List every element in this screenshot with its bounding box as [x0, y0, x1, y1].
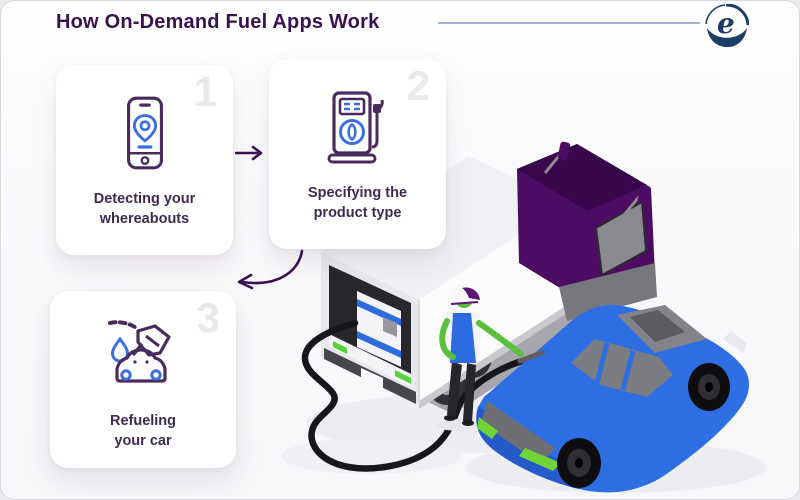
fuel-pump-icon: [325, 85, 391, 169]
fuel-hose: [301, 319, 526, 472]
car-side-windows: [571, 339, 673, 397]
worker: [437, 284, 524, 431]
title-divider-line: [438, 22, 700, 24]
logo-letter: e: [717, 7, 735, 40]
step-card-specifying-product: 2 Specifying the product type: [269, 59, 446, 249]
step-label: Specifying the product type: [307, 185, 408, 222]
company-logo[interactable]: e: [705, 4, 749, 48]
page-title: How On-Demand Fuel Apps Work: [56, 11, 380, 33]
step-number-badge: 3: [196, 294, 220, 341]
arrow-step2-to-step3: [237, 249, 304, 290]
step-label: Refueling your car: [109, 413, 177, 450]
step-card-detecting-whereabouts: 1 Detecting your whereabouts: [56, 65, 233, 255]
fuel-nozzle-car-icon: [104, 313, 182, 397]
step-card-refueling-car: 3 Refueling your car: [50, 291, 236, 468]
fuel-truck: [321, 141, 657, 414]
step-number-badge: 2: [406, 62, 430, 109]
smartphone-location-icon: [116, 91, 174, 175]
car-rear-window: [481, 401, 555, 464]
fuel-nozzle: [517, 347, 551, 364]
step-label: Detecting your whereabouts: [93, 191, 196, 228]
truck-cab: [517, 141, 657, 321]
step-number-badge: 1: [193, 68, 217, 115]
arrow-step1-to-step2: [235, 145, 263, 161]
